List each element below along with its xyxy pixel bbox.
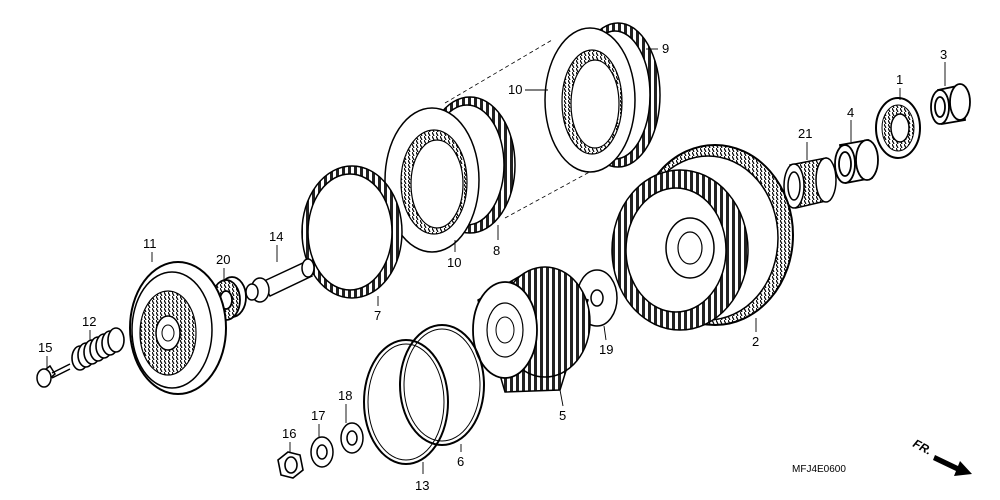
plate-stack-guide-lines bbox=[444, 39, 631, 219]
part-12-spring bbox=[71, 327, 125, 371]
leader-lines bbox=[46, 48, 946, 474]
part-14-lifter-rod bbox=[245, 258, 315, 303]
label-part-17: 17 bbox=[311, 408, 325, 423]
part-16-lock-nut bbox=[277, 451, 304, 479]
label-part-15: 15 bbox=[38, 340, 52, 355]
label-part-14: 14 bbox=[269, 229, 283, 244]
part-6-wire-ring bbox=[399, 324, 485, 446]
label-part-6: 6 bbox=[457, 454, 464, 469]
label-part-13: 13 bbox=[415, 478, 429, 493]
label-part-16: 16 bbox=[282, 426, 296, 441]
label-part-9: 9 bbox=[662, 41, 669, 56]
label-part-5: 5 bbox=[559, 408, 566, 423]
part-13-wire-ring bbox=[363, 339, 449, 465]
label-part-10-upper: 10 bbox=[508, 82, 522, 97]
part-10-clutch-plate-upper bbox=[544, 27, 636, 173]
label-part-11: 11 bbox=[143, 236, 157, 251]
part-5-clutch-center bbox=[472, 266, 591, 393]
part-4-sleeve bbox=[834, 138, 879, 185]
label-part-19: 19 bbox=[599, 342, 613, 357]
label-part-4: 4 bbox=[847, 105, 854, 120]
part-10-clutch-plate-lower bbox=[384, 107, 480, 253]
part-21-needle-bearing bbox=[783, 157, 837, 209]
label-part-12: 12 bbox=[82, 314, 96, 329]
part-18-washer bbox=[340, 422, 364, 454]
part-11-pressure-plate bbox=[129, 261, 227, 395]
front-direction-indicator: FR. bbox=[911, 436, 972, 476]
part-15-bolt bbox=[36, 363, 71, 388]
part-2-clutch-outer bbox=[611, 144, 794, 331]
label-part-1: 1 bbox=[896, 72, 903, 87]
label-part-7: 7 bbox=[374, 308, 381, 323]
front-arrow-icon bbox=[933, 455, 972, 476]
diagram-code: MFJ4E0600 bbox=[792, 464, 846, 475]
label-part-8: 8 bbox=[493, 243, 500, 258]
part-7-clutch-disc bbox=[301, 165, 403, 299]
front-label: FR. bbox=[911, 436, 935, 457]
label-part-18: 18 bbox=[338, 388, 352, 403]
label-part-10-lower: 10 bbox=[447, 255, 461, 270]
part-17-washer bbox=[310, 436, 334, 468]
label-part-21: 21 bbox=[798, 126, 812, 141]
label-part-20: 20 bbox=[216, 252, 230, 267]
part-3-collar bbox=[930, 83, 971, 126]
label-part-2: 2 bbox=[752, 334, 759, 349]
part-1-bearing-holder bbox=[875, 97, 921, 159]
label-part-3: 3 bbox=[940, 47, 947, 62]
